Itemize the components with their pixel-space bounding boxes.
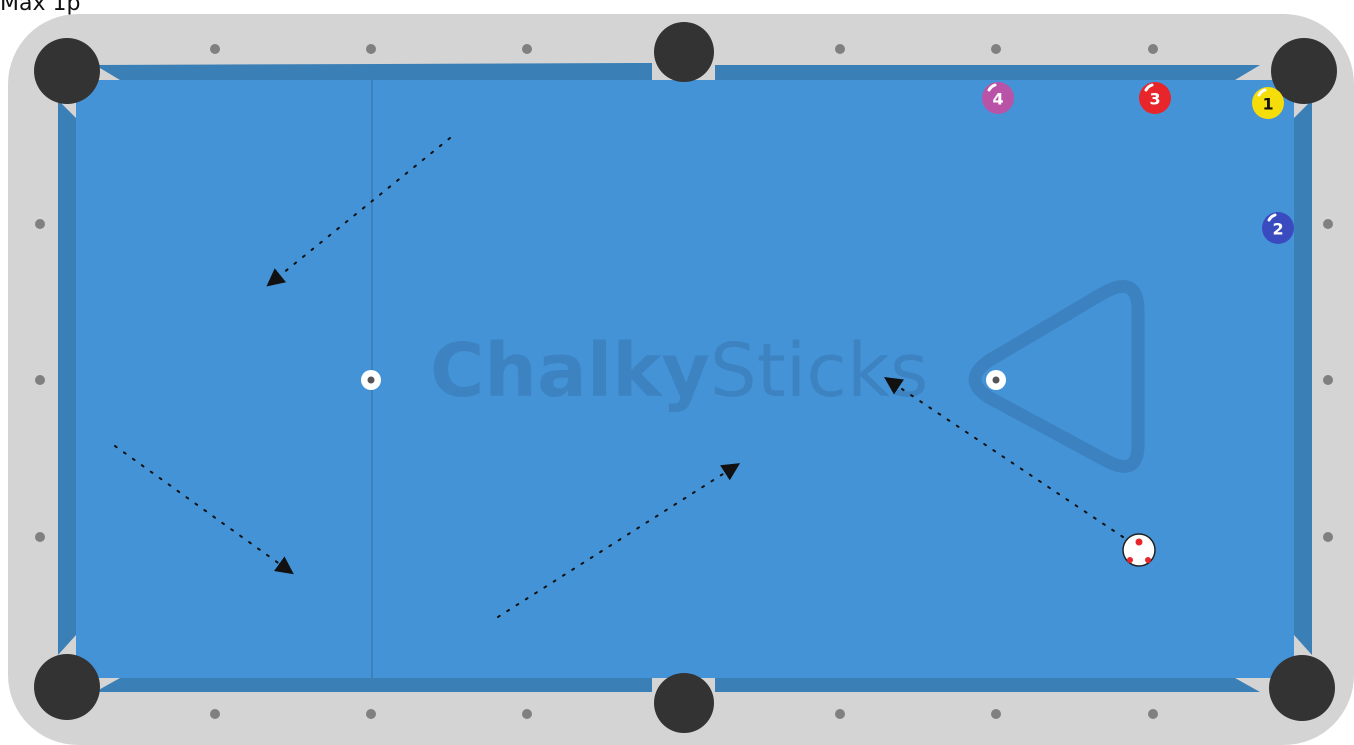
diamond-marker — [366, 44, 376, 54]
diamond-marker — [1148, 709, 1158, 719]
ball-2-number: 2 — [1272, 220, 1283, 239]
diamond-marker — [1148, 44, 1158, 54]
ball-4[interactable]: 4 — [982, 82, 1014, 114]
diamond-marker — [835, 709, 845, 719]
diamond-marker — [522, 44, 532, 54]
watermark-sticks: Sticks — [710, 328, 929, 414]
ball-3[interactable]: 3 — [1139, 82, 1171, 114]
diamond-marker — [210, 709, 220, 719]
diamond-marker — [35, 532, 45, 542]
cushion-bottom-left — [95, 678, 652, 692]
diamond-marker — [991, 709, 1001, 719]
head-spot-icon — [361, 370, 381, 390]
cue-ball-top-marker — [1136, 539, 1143, 546]
pocket-top-middle — [654, 22, 714, 82]
diamond-marker — [522, 709, 532, 719]
cue-ball[interactable] — [1123, 534, 1155, 566]
ball-2[interactable]: 2 — [1262, 212, 1294, 244]
ball-1[interactable]: 1 — [1252, 87, 1284, 119]
diamond-marker — [991, 44, 1001, 54]
cue-ball-left-marker — [1127, 557, 1133, 563]
cushion-top-left — [95, 63, 652, 80]
ball-4-number: 4 — [992, 90, 1003, 109]
ball-1-number: 1 — [1262, 95, 1273, 114]
diamond-marker — [35, 219, 45, 229]
pocket-top-left — [34, 38, 100, 104]
cushion-top-right — [715, 65, 1260, 80]
pocket-bottom-right — [1269, 655, 1335, 721]
cue-ball-right-marker — [1145, 557, 1151, 563]
diamond-marker — [1323, 219, 1333, 229]
diamond-marker — [366, 709, 376, 719]
diamond-marker — [835, 44, 845, 54]
ball-3-number: 3 — [1149, 90, 1160, 109]
cushion-left — [58, 100, 76, 655]
pocket-bottom-middle — [654, 673, 714, 733]
foot-spot-icon — [986, 370, 1006, 390]
diamond-marker — [1323, 375, 1333, 385]
cushion-bottom-right — [715, 678, 1260, 692]
diamond-marker — [1323, 532, 1333, 542]
diamond-marker — [35, 375, 45, 385]
diamond-marker — [210, 44, 220, 54]
cushion-right — [1294, 100, 1312, 655]
pocket-bottom-left — [34, 654, 100, 720]
watermark-text: ChalkySticks — [430, 328, 928, 414]
watermark-chalky: Chalky — [430, 328, 710, 414]
